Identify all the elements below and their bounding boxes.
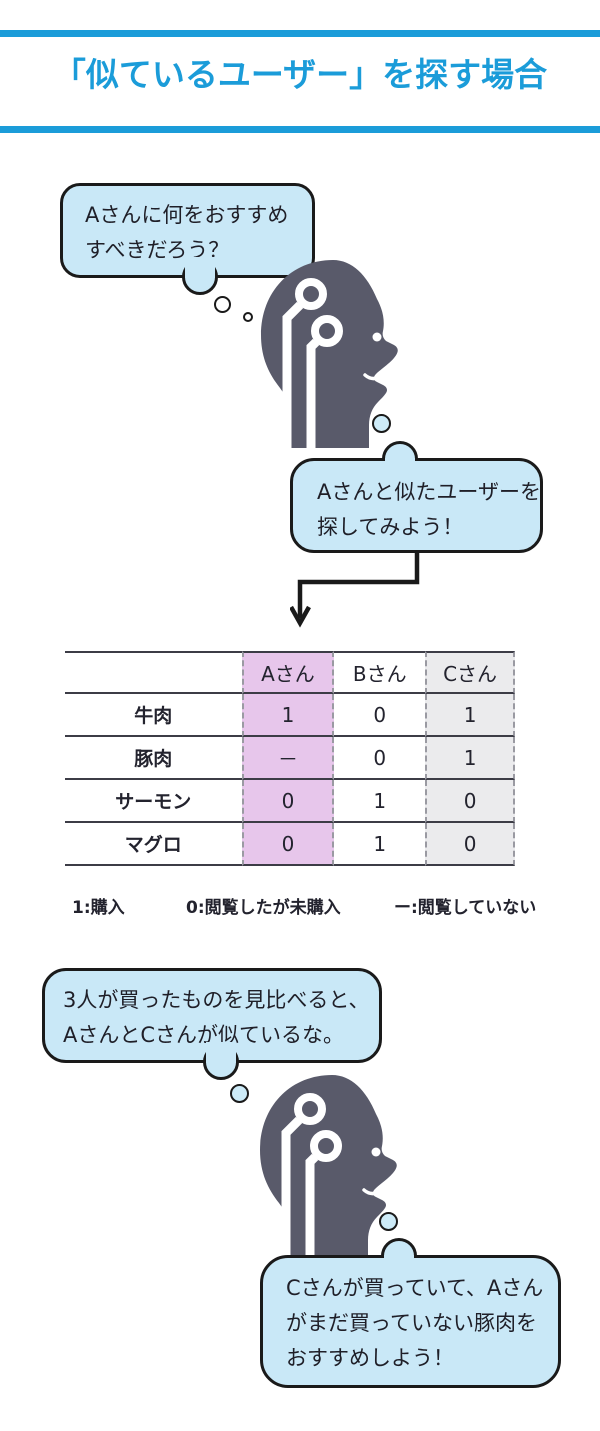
row-label: 豚肉	[65, 737, 242, 780]
thought-dot	[379, 1212, 398, 1231]
column-header-user-b: Bさん	[334, 651, 426, 694]
bubble-line: Cさんが買っていて、Aさん	[286, 1276, 544, 1300]
row-label: 牛肉	[65, 694, 242, 737]
cell-value: 1	[334, 780, 426, 823]
bubble-line: 3人が買ったものを見比べると、	[63, 988, 370, 1012]
table-row: 豚肉 － 0 1	[65, 737, 515, 780]
bubble-line: Aさんと似たユーザーを	[317, 480, 541, 504]
smile-line	[362, 1186, 387, 1196]
table-row: サーモン 0 1 0	[65, 780, 515, 823]
cell-value: －	[241, 737, 335, 780]
cell-value: 0	[425, 823, 515, 866]
cell-value: 0	[334, 737, 426, 780]
cell-value: 1	[425, 694, 515, 737]
bubble-tail-patch	[185, 257, 215, 278]
thought-dot	[214, 296, 231, 313]
thought-dot	[230, 1084, 249, 1103]
bubble-line: AさんとCさんが似ているな。	[63, 1023, 345, 1047]
title-bottom-accent-bar	[0, 126, 600, 133]
arrow-down-icon	[290, 553, 420, 628]
bubble-line: おすすめしよう！	[286, 1346, 454, 1370]
ai-head-icon	[260, 1075, 397, 1263]
table-row: 牛肉 1 0 1	[65, 694, 515, 737]
speech-bubble-2: Cさんが買っていて、Aさん がまだ買っていない豚肉を おすすめしよう！	[260, 1255, 561, 1388]
bubble-tail-patch	[206, 1042, 236, 1063]
row-label: サーモン	[65, 780, 242, 823]
cell-value: 0	[241, 823, 335, 866]
bubble-tail-patch	[385, 458, 415, 478]
eye-dot	[371, 1147, 381, 1157]
row-label: マグロ	[65, 823, 242, 866]
legend-not-viewed: ー:閲覧していない	[394, 898, 537, 918]
top-accent-bar	[0, 30, 600, 37]
thought-dot	[243, 312, 253, 322]
column-header-user-a: Aさん	[241, 651, 335, 694]
thought-dot	[372, 414, 391, 433]
bubble-line: 探してみよう！	[317, 515, 464, 539]
cell-value: 0	[334, 694, 426, 737]
table-header-row: Aさん Bさん Cさん	[65, 651, 515, 694]
legend-viewed-not-purchased: 0:閲覧したが未購入	[186, 898, 341, 918]
thought-bubble-2: 3人が買ったものを見比べると、 AさんとCさんが似ているな。	[42, 968, 382, 1063]
table-row: マグロ 0 1 0	[65, 823, 515, 866]
bubble-tail-patch	[384, 1255, 414, 1275]
legend-purchased: 1:購入	[72, 898, 125, 918]
table-legend: 1:購入 0:閲覧したが未購入 ー:閲覧していない	[65, 893, 565, 918]
cell-value: 0	[425, 780, 515, 823]
cell-value: 1	[241, 694, 335, 737]
cell-value: 0	[241, 780, 335, 823]
eye-dot	[372, 332, 382, 342]
cell-value: 1	[334, 823, 426, 866]
bubble-line: Aさんに何をおすすめ	[85, 203, 289, 227]
user-item-matrix: Aさん Bさん Cさん 牛肉 1 0 1 豚肉 － 0 1 サーモン 0 1 0…	[65, 651, 515, 866]
bubble-line: がまだ買っていない豚肉を	[286, 1311, 537, 1335]
speech-bubble-1: Aさんと似たユーザーを 探してみよう！	[290, 458, 543, 553]
ai-head-icon	[261, 260, 398, 448]
smile-line	[363, 371, 388, 381]
cell-value: 1	[425, 737, 515, 780]
corner-cell	[65, 651, 242, 694]
column-header-user-c: Cさん	[425, 651, 515, 694]
page-title: 「似ているユーザー」を探す場合	[52, 55, 548, 94]
